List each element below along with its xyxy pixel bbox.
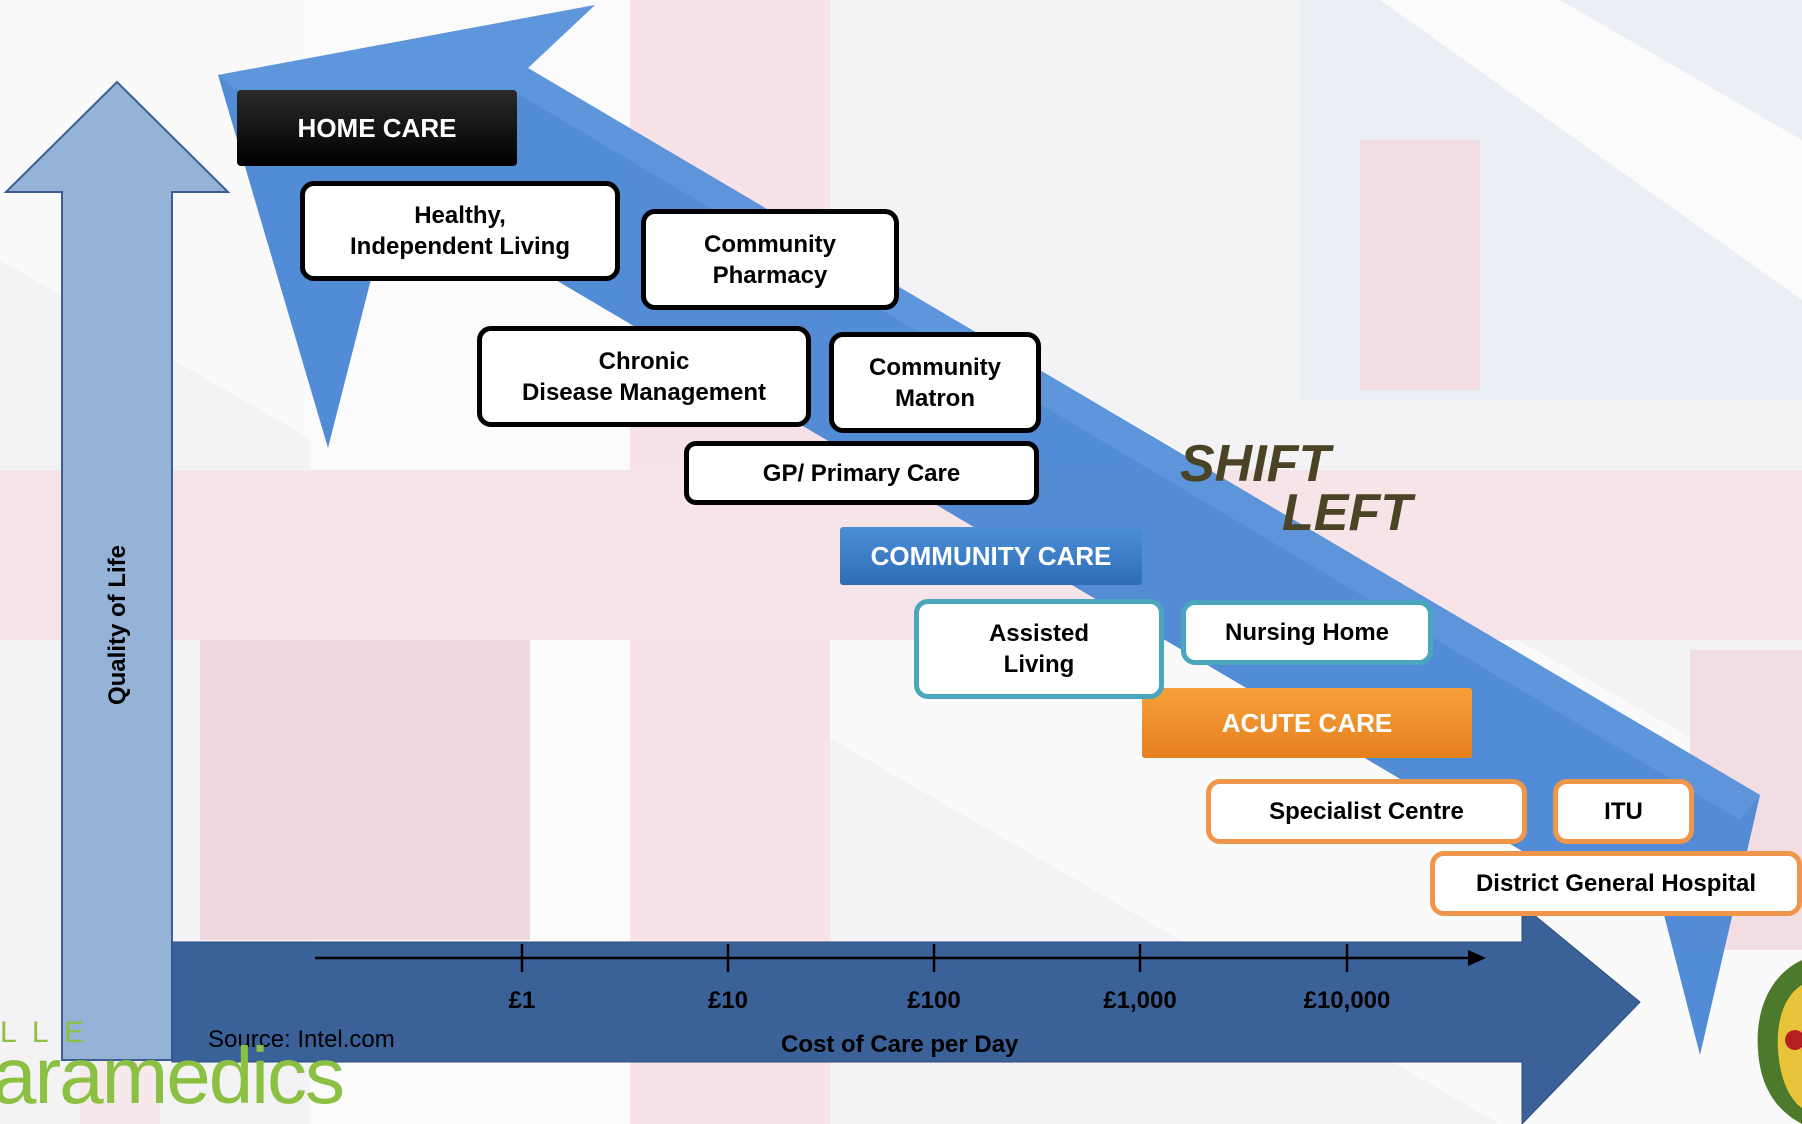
paramedics-logo-text: aramedics [0, 1031, 345, 1120]
itu-box: ITU [1553, 779, 1694, 844]
district-general-hospital-box: District General Hospital [1430, 851, 1802, 916]
assisted-living-box: Assisted Living [914, 599, 1164, 699]
shift-left-arrow-highlight [218, 5, 1760, 820]
specialist-centre-box: Specialist Centre [1206, 779, 1527, 844]
tick-label-1: £1 [508, 987, 536, 1014]
cost-axis-arrowhead [1468, 950, 1486, 966]
tick-label-100: £100 [907, 987, 961, 1014]
acute-care-header: ACUTE CARE [1142, 688, 1472, 758]
gp-primary-care-box: GP/ Primary Care [684, 441, 1039, 505]
chronic-disease-management-box: Chronic Disease Management [477, 326, 811, 427]
tick-label-1000: £1,000 [1103, 987, 1177, 1014]
y-axis-label: Quality of Life [104, 545, 131, 706]
quality-of-life-arrow [3, 80, 231, 1061]
community-pharmacy-box: Community Pharmacy [641, 209, 899, 310]
community-matron-box: Community Matron [829, 332, 1041, 433]
logo-fragment-top: L L E [0, 1016, 88, 1049]
tick-label-10: £10 [707, 987, 749, 1014]
home-care-header: HOME CARE [237, 90, 517, 166]
left-text: LEFT [1282, 484, 1412, 542]
x-axis-label: Cost of Care per Day [781, 1031, 1019, 1058]
tick-label-10000: £10,000 [1303, 987, 1391, 1014]
cost-axis-arrow [171, 903, 1641, 1124]
community-care-header: COMMUNITY CARE [840, 527, 1142, 585]
source-text: Source: Intel.com [208, 1026, 395, 1053]
shift-text: SHIFT [1180, 435, 1331, 493]
healthy-independent-living-box: Healthy, Independent Living [300, 181, 620, 281]
emblem-logo [1757, 960, 1802, 1124]
nursing-home-box: Nursing Home [1181, 600, 1433, 665]
